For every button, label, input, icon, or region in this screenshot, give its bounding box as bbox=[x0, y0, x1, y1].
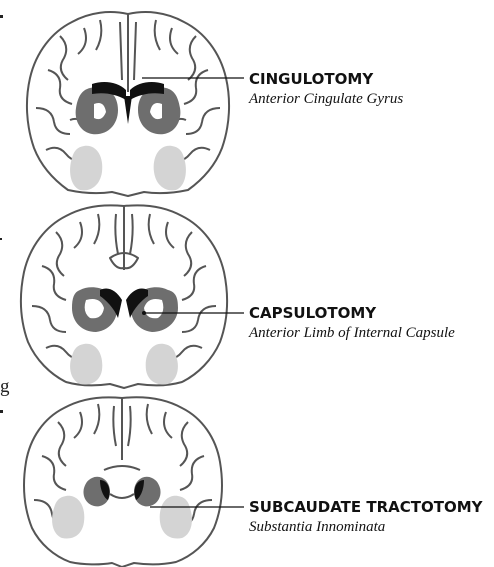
cut-off-mark bbox=[0, 238, 2, 240]
temporal-lobe-right bbox=[160, 496, 192, 539]
panel-subtitle: Anterior Limb of Internal Capsule bbox=[248, 325, 455, 341]
panel-subtitle: Substantia Innominata bbox=[249, 519, 385, 535]
panel-title: CINGULOTOMY bbox=[249, 70, 374, 88]
brain-section-subcaudate bbox=[24, 397, 222, 567]
brain-section-capsulotomy bbox=[21, 205, 227, 388]
temporal-lobe-left bbox=[70, 344, 102, 385]
panel-subtitle: Anterior Cingulate Gyrus bbox=[248, 91, 403, 107]
brain-section-cingulotomy bbox=[27, 12, 229, 196]
temporal-lobe-right bbox=[146, 344, 178, 385]
temporal-lobe-left bbox=[52, 496, 84, 539]
panel-title: SUBCAUDATE TRACTOTOMY bbox=[249, 498, 484, 516]
leader-dot bbox=[142, 311, 146, 315]
cut-off-text: g bbox=[0, 376, 10, 397]
cut-off-mark bbox=[0, 15, 3, 18]
panel-title: CAPSULOTOMY bbox=[249, 304, 377, 322]
cut-off-mark bbox=[0, 410, 3, 413]
